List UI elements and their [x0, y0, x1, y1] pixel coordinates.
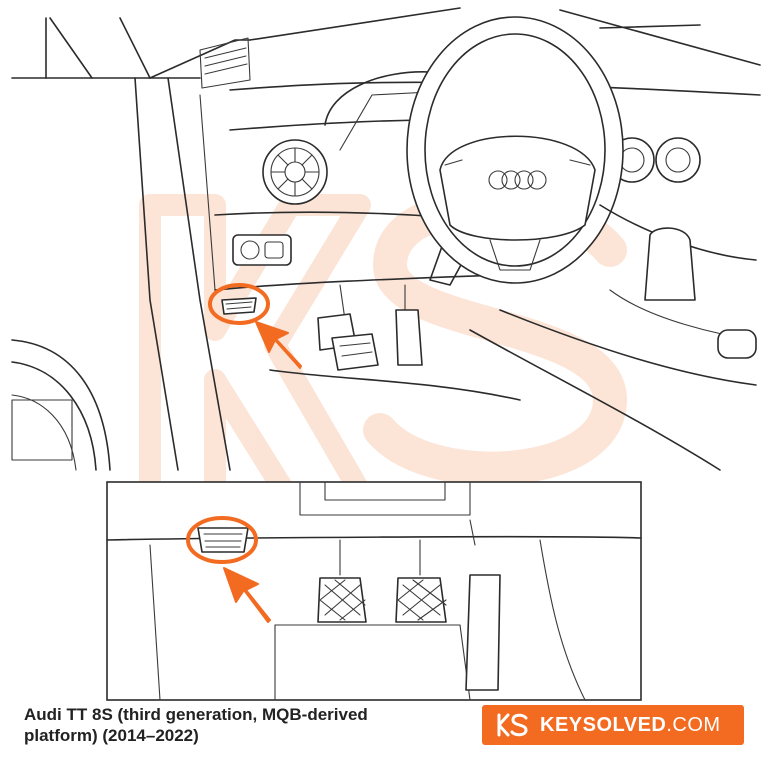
brand-banner: KEYSOLVED.COM	[482, 705, 744, 745]
obd-detail-inset	[106, 481, 642, 701]
arrow-icon	[223, 567, 271, 623]
ks-monogram-icon	[497, 713, 528, 737]
gear-shifter	[599, 204, 757, 359]
figure-caption: Audi TT 8S (third generation, MQB-derive…	[24, 704, 444, 746]
obd-port-overview	[208, 283, 302, 369]
steering-wheel	[406, 16, 624, 284]
arrow-icon	[255, 321, 302, 369]
brand-wordmark: KEYSOLVED.COM	[540, 714, 721, 737]
pedals-detail	[317, 539, 501, 691]
caption-line-2: platform) (2014–2022)	[24, 726, 199, 745]
audi-rings-logo	[488, 170, 547, 190]
pedals-overview	[317, 284, 423, 371]
obd-detail-highlight-circle	[186, 516, 258, 564]
headlight-switch	[232, 234, 292, 266]
caption-line-1: Audi TT 8S (third generation, MQB-derive…	[24, 705, 368, 724]
left-air-vent	[262, 139, 328, 205]
obd-port-detail	[186, 516, 271, 623]
interior-overview-illustration	[11, 7, 761, 471]
pillar-vent	[199, 37, 251, 89]
obd-highlight-circle	[208, 283, 270, 325]
brand-tld: .COM	[666, 713, 721, 736]
inset-frame	[106, 481, 642, 701]
brand-name: KEYSOLVED	[540, 713, 667, 736]
